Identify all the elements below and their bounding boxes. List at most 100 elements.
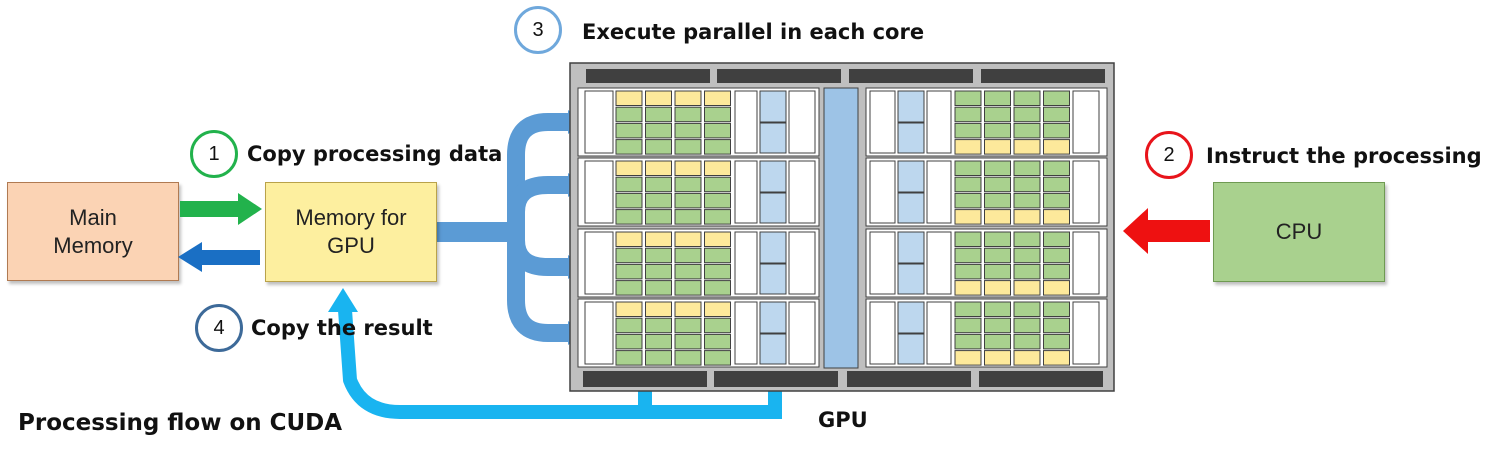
core-cell: [1013, 247, 1041, 264]
diagram-title: Processing flow on CUDA: [18, 410, 343, 436]
core-cell: [615, 122, 643, 139]
step-3-label: Execute parallel in each core: [582, 20, 925, 44]
core-cell: [954, 263, 982, 280]
core-cell: [674, 333, 702, 350]
core-cell: [615, 317, 643, 334]
core-cell: [1043, 209, 1070, 225]
gpu-memory-bars-bottom: [583, 371, 1103, 387]
core-cell: [954, 176, 982, 193]
core-cell: [1013, 106, 1041, 123]
core-cell: [704, 317, 731, 334]
core-cell: [1043, 317, 1070, 334]
core-cell: [1043, 231, 1070, 247]
core-cell: [1043, 106, 1070, 123]
core-cell: [674, 301, 702, 317]
core-cell: [954, 317, 982, 334]
core-cell: [645, 176, 672, 193]
core-cell: [645, 106, 672, 123]
core-cell: [984, 139, 1011, 155]
core-cell: [954, 247, 982, 264]
core-cell: [704, 231, 731, 247]
core-cell: [704, 333, 731, 350]
core-cell: [704, 247, 731, 264]
step-1-circle: 1: [190, 130, 238, 178]
core-cell: [954, 192, 982, 209]
core-cell: [1043, 160, 1070, 176]
core-cell: [1013, 160, 1041, 176]
gpu-memory-bars-top: [586, 69, 1105, 83]
main-memory-box: Main Memory: [7, 182, 179, 281]
core-cell: [1013, 192, 1041, 209]
core-cell: [674, 247, 702, 264]
core-cell: [1013, 317, 1041, 334]
step-1-number: 1: [208, 142, 220, 165]
core-cell: [1043, 301, 1070, 317]
cpu-box: CPU: [1213, 182, 1385, 282]
streaming-multiprocessors: [577, 87, 1108, 368]
core-cell: [1013, 280, 1041, 296]
core-cell: [1043, 333, 1070, 350]
core-cell: [954, 209, 982, 225]
core-cell: [615, 176, 643, 193]
core-cell: [1013, 301, 1041, 317]
gpu-label: GPU: [818, 408, 868, 432]
step-4-number: 4: [213, 316, 225, 339]
core-cell: [674, 139, 702, 155]
core-cell: [615, 160, 643, 176]
core-cell: [1043, 192, 1070, 209]
step-3-number: 3: [532, 18, 544, 41]
core-cell: [984, 333, 1011, 350]
step-1-label: Copy processing data: [247, 142, 503, 166]
step-2-number: 2: [1163, 143, 1175, 166]
core-cell: [984, 122, 1011, 139]
core-cell: [1043, 139, 1070, 155]
core-cell: [1043, 350, 1070, 366]
core-cell: [984, 106, 1011, 123]
core-cell: [954, 301, 982, 317]
core-cell: [615, 280, 643, 296]
core-cell: [674, 280, 702, 296]
core-cell: [704, 209, 731, 225]
core-cell: [984, 280, 1011, 296]
core-cell: [1013, 90, 1041, 106]
step-4-circle: 4: [195, 304, 243, 352]
core-cell: [984, 301, 1011, 317]
core-cell: [645, 350, 672, 366]
core-cell: [615, 263, 643, 280]
core-cell: [704, 139, 731, 155]
core-cell: [674, 209, 702, 225]
core-cell: [645, 160, 672, 176]
core-cell: [704, 160, 731, 176]
cpu-label: CPU: [1275, 219, 1323, 244]
core-cell: [704, 176, 731, 193]
core-cell: [1013, 263, 1041, 280]
core-cell: [615, 106, 643, 123]
core-cell: [645, 280, 672, 296]
core-cell: [674, 106, 702, 123]
core-cell: [615, 90, 643, 106]
step-4-label: Copy the result: [251, 316, 433, 340]
core-cell: [954, 139, 982, 155]
gpu-memory-label: Memory for GPU: [295, 205, 407, 258]
main-memory-label: Main Memory: [53, 204, 133, 258]
core-cell: [1043, 280, 1070, 296]
gpu-memory-box: Memory for GPU: [265, 182, 437, 282]
core-cell: [1043, 122, 1070, 139]
core-cell: [954, 90, 982, 106]
core-cell: [984, 263, 1011, 280]
core-cell: [674, 192, 702, 209]
core-cell: [615, 350, 643, 366]
core-cell: [954, 350, 982, 366]
core-cell: [615, 333, 643, 350]
core-cell: [984, 231, 1011, 247]
core-cell: [1013, 209, 1041, 225]
core-cell: [954, 122, 982, 139]
core-cell: [674, 350, 702, 366]
step-3-circle: 3: [514, 6, 562, 54]
core-cell: [615, 192, 643, 209]
core-cell: [704, 106, 731, 123]
core-cell: [1043, 176, 1070, 193]
core-cell: [704, 192, 731, 209]
core-cell: [984, 247, 1011, 264]
core-cell: [1013, 139, 1041, 155]
